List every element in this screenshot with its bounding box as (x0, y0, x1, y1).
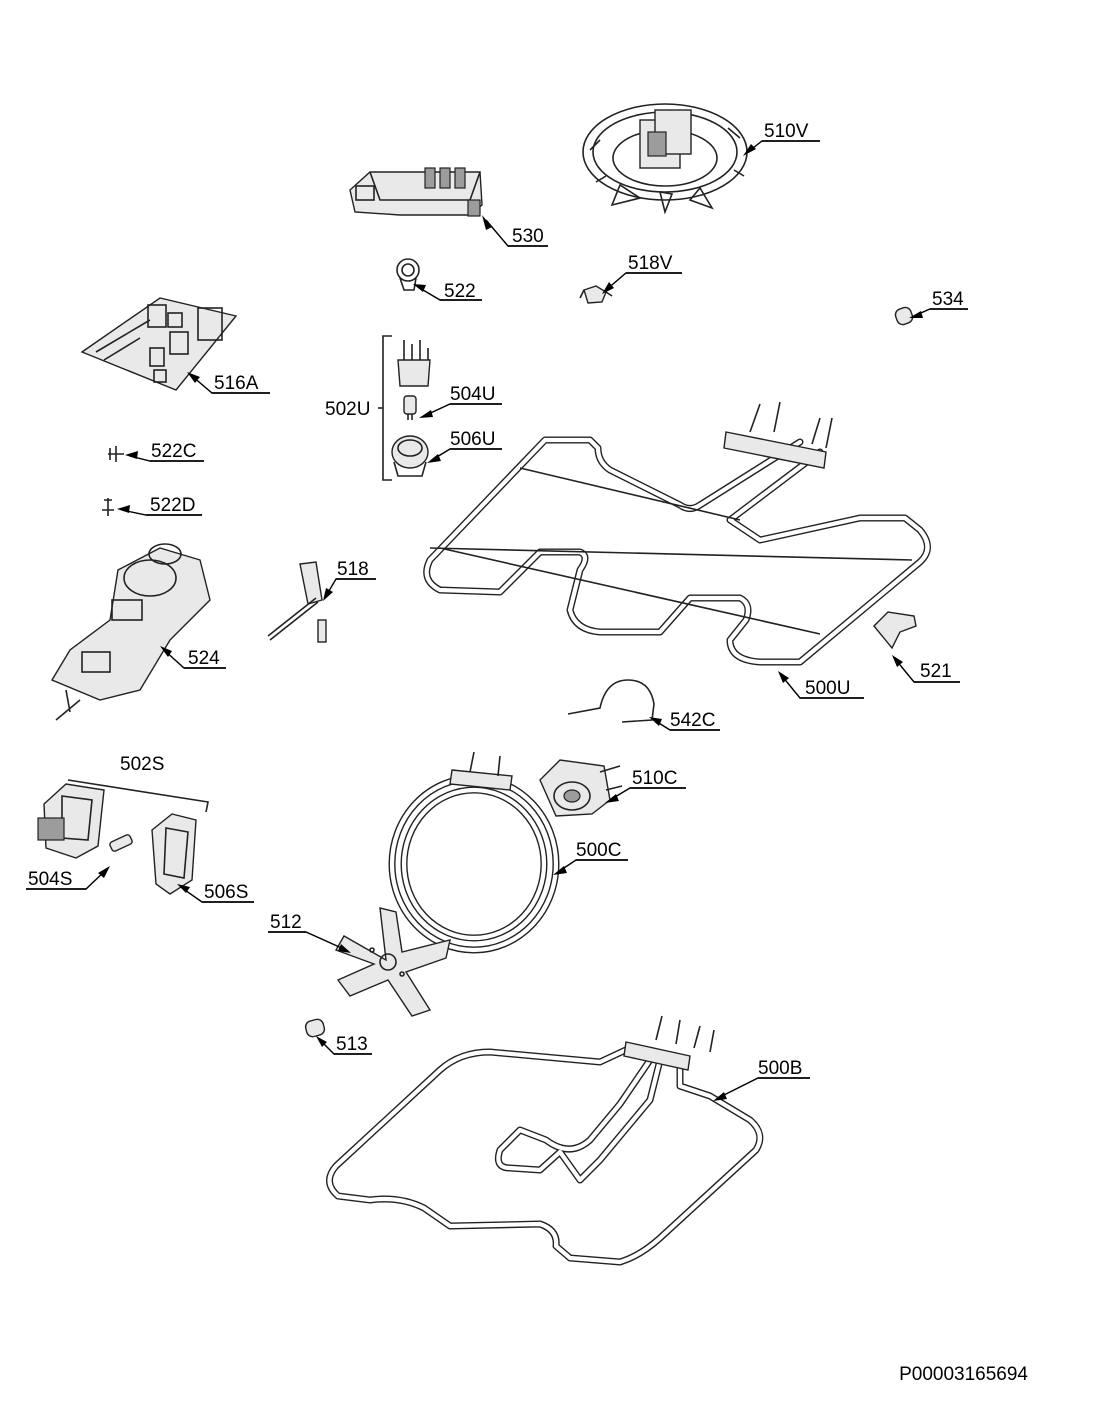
part-516a-control-board (80, 297, 238, 391)
callout-522: 522 (413, 281, 482, 302)
callout-label: 530 (512, 226, 544, 247)
callout-506u: 506U (427, 429, 502, 463)
callout-510v: 510V (743, 121, 820, 156)
document-id: P00003165694 (899, 1364, 1028, 1385)
callout-label: 510V (764, 121, 809, 142)
callout-510c: 510C (605, 768, 686, 803)
part-542c-wire-clip (567, 679, 655, 723)
part-502s-group-bracket (67, 779, 209, 813)
callout-label: 504U (450, 384, 495, 405)
part-500b-bottom-element (326, 1015, 764, 1266)
part-500c-circular-element (388, 751, 560, 954)
callout-label: 522 (444, 281, 476, 302)
callout-521: 521 (892, 655, 960, 683)
part-518v-thermostat (579, 285, 613, 304)
callout-label: 504S (28, 869, 72, 890)
part-512-fan-blade (334, 907, 451, 1017)
callout-513: 513 (316, 1034, 372, 1055)
callout-label: 502S (120, 754, 164, 775)
part-524-door-lock (50, 543, 211, 721)
callout-522d: 522D (117, 495, 202, 516)
part-510c-fan-motor (539, 759, 623, 817)
part-530-terminal-block (349, 167, 483, 217)
part-504s-bulb (109, 834, 133, 852)
callout-label: 542C (670, 710, 715, 731)
callout-500b: 500B (713, 1058, 810, 1101)
part-502u-lamp-holder (397, 340, 431, 387)
callout-label: 512 (270, 912, 302, 933)
callout-516a: 516A (187, 372, 270, 394)
callout-500u: 500U (778, 671, 864, 699)
callout-524: 524 (160, 646, 226, 669)
part-522d-pin (102, 498, 114, 516)
part-522-clip (396, 258, 420, 291)
callout-502u: 502U (325, 399, 370, 420)
part-518-sensor-probe (267, 561, 327, 643)
callout-label: 500B (758, 1058, 802, 1079)
callout-530: 530 (482, 215, 548, 247)
callout-label: 502U (325, 399, 370, 420)
part-506s-lamp-cover (151, 813, 197, 895)
part-510v-fan-motor (582, 103, 748, 215)
part-500u-top-element (423, 401, 931, 666)
part-521-bracket (873, 611, 917, 650)
callout-502s: 502S (120, 754, 164, 775)
callout-label: 518V (628, 253, 673, 274)
callout-label: 516A (214, 373, 259, 394)
callout-label: 500U (805, 678, 850, 699)
callout-534: 534 (909, 289, 968, 318)
callout-500c: 500C (553, 840, 628, 875)
callout-label: 522D (150, 495, 195, 516)
part-504u-bulb (403, 395, 417, 420)
callout-label: 521 (920, 661, 952, 682)
callout-522c: 522C (125, 441, 204, 462)
callout-label: 524 (188, 648, 220, 669)
callout-label: 522C (151, 441, 196, 462)
part-502u-group-bracket (378, 335, 392, 481)
label-underlines (26, 140, 968, 1079)
part-522c-pin (108, 446, 124, 462)
callout-542c: 542C (649, 710, 720, 731)
callout-label: 506S (204, 882, 248, 903)
callout-label: 534 (932, 289, 964, 310)
part-513-nut (304, 1018, 326, 1038)
part-506u-lamp-cover (391, 435, 429, 477)
callout-518: 518 (323, 559, 376, 601)
callout-label: 510C (632, 768, 677, 789)
callout-label: 506U (450, 429, 495, 450)
callout-506s: 506S (177, 882, 254, 903)
callout-504u: 504U (419, 384, 502, 418)
callout-label: 513 (336, 1034, 368, 1055)
callout-label: 518 (337, 559, 369, 580)
callout-label: 500C (576, 840, 621, 861)
callout-504s: 504S (26, 866, 110, 890)
part-534-cap (894, 306, 914, 326)
part-502s-lamp-housing (37, 783, 105, 859)
